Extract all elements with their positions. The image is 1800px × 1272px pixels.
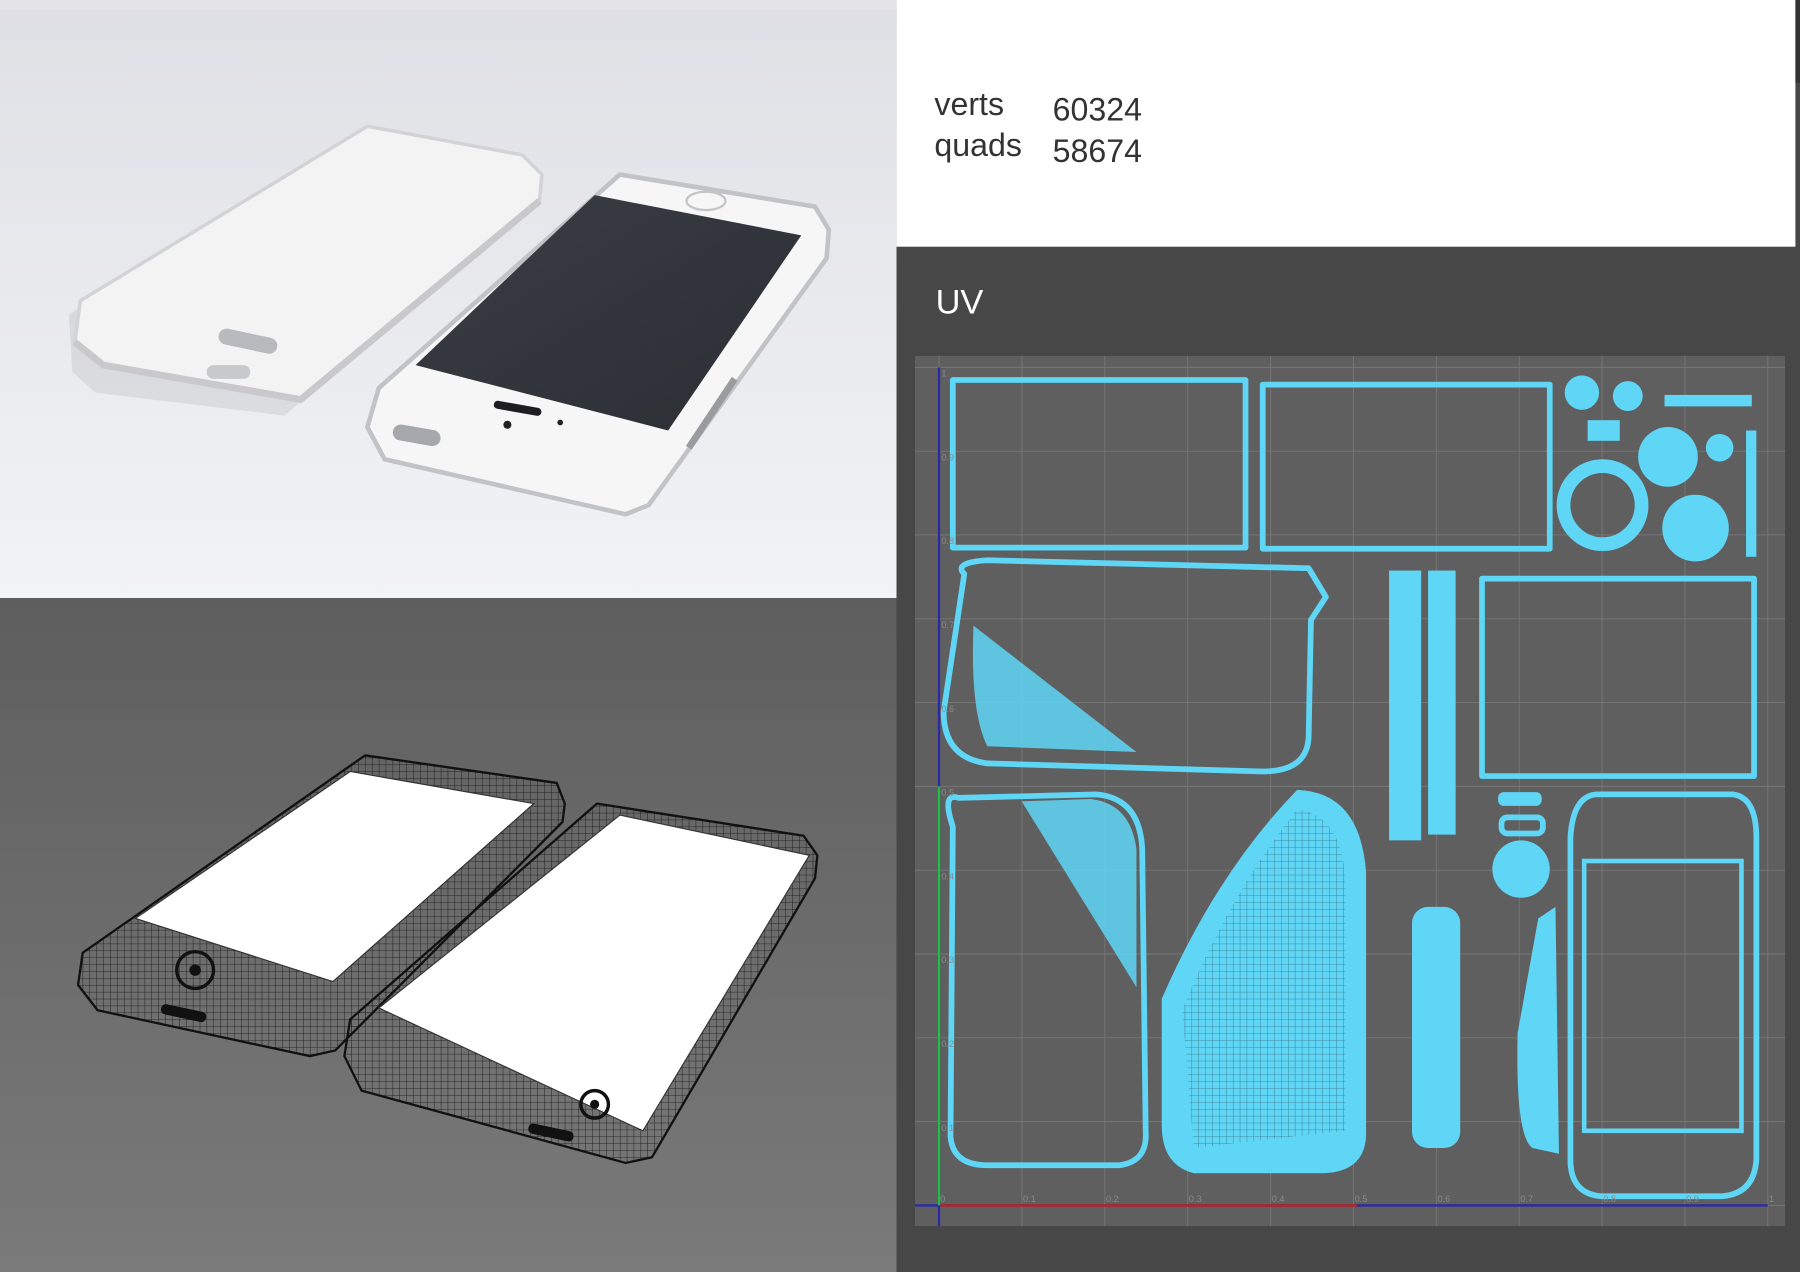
uv-mesh: [1182, 809, 1346, 1149]
u-tick-label: 0: [940, 1194, 945, 1204]
v-tick-label: 0.4: [941, 871, 954, 881]
quads-label: quads: [934, 127, 1022, 163]
uv-island: [1587, 420, 1620, 441]
uv-panel: UV: [896, 246, 1800, 1272]
uv-island: [1556, 459, 1649, 552]
stats-panel: verts 60324 quads 58674: [896, 0, 1800, 247]
phone-case: [68, 124, 544, 416]
uv-title: UV: [936, 283, 984, 321]
uv-island: [940, 557, 1329, 775]
uv-island: [972, 625, 1137, 752]
v-tick-label: 0.5: [941, 788, 954, 798]
v-tick-label: 0.3: [941, 955, 954, 965]
uv-islands: [940, 375, 1760, 1200]
u-tick-label: 0.5: [1355, 1194, 1368, 1204]
uv-island: [1428, 570, 1456, 835]
uv-island: [1021, 799, 1137, 988]
u-tick-label: 0.2: [1106, 1194, 1119, 1204]
uv-island: [1664, 394, 1752, 407]
verts-label: verts: [934, 86, 1004, 122]
uv-island: [1411, 906, 1461, 1149]
wireframe-view: [0, 598, 897, 1272]
verts-value: 60324: [1053, 92, 1142, 128]
quads-value: 58674: [1053, 133, 1142, 169]
uv-island: [1498, 814, 1546, 837]
iphone-front: [365, 172, 832, 517]
u-tick-label: 0.8: [1603, 1194, 1616, 1204]
uv-island: [1564, 375, 1600, 410]
v-tick-label: 0.6: [941, 704, 954, 714]
v-tick-label: 0.7: [941, 620, 954, 630]
v-tick-label: 0.9: [941, 452, 954, 462]
v-tick-label: 1: [941, 369, 946, 379]
u-tick-label: 0.1: [1023, 1194, 1036, 1204]
uv-island: [1662, 494, 1729, 562]
v-tick-label: 0.1: [941, 1123, 954, 1133]
uv-island: [949, 377, 1249, 551]
u-tick-label: 0.7: [1520, 1194, 1533, 1204]
wireframe-phone-back: [76, 754, 566, 1058]
uv-island-hole: [1649, 1159, 1673, 1183]
uv-island: [1389, 570, 1422, 841]
wireframe-phone-front: [343, 802, 819, 1165]
u-tick-label: 0.4: [1272, 1194, 1285, 1204]
v-tick-label: 0.2: [941, 1039, 954, 1049]
render-view: [0, 0, 897, 599]
uv-island: [1638, 427, 1698, 487]
u-tick-label: 1: [1769, 1194, 1774, 1204]
uv-island: [945, 791, 1149, 1169]
uv-island: [1259, 381, 1553, 552]
uv-island: [1746, 430, 1757, 557]
uv-island: [1479, 575, 1757, 779]
uv-island: [1581, 858, 1744, 1134]
uv-island: [1612, 381, 1643, 411]
u-tick-label: 0.3: [1189, 1194, 1202, 1204]
u-tick-label: 0.6: [1437, 1194, 1450, 1204]
u-tick-label: 0.9: [1686, 1194, 1699, 1204]
v-tick-label: 0.8: [941, 536, 954, 546]
uv-island: [1567, 791, 1760, 1200]
uv-island: [1492, 840, 1550, 898]
uv-island: [1705, 433, 1734, 462]
uv-island: [1517, 906, 1559, 1154]
uv-tick-labels: 0 0.1 0.2 0.3 0.4 0.5 0.6 0.7 0.8 0.9 1 0.1 0.2 0.3 0.…: [940, 369, 1774, 1204]
uv-island: [1498, 792, 1542, 806]
